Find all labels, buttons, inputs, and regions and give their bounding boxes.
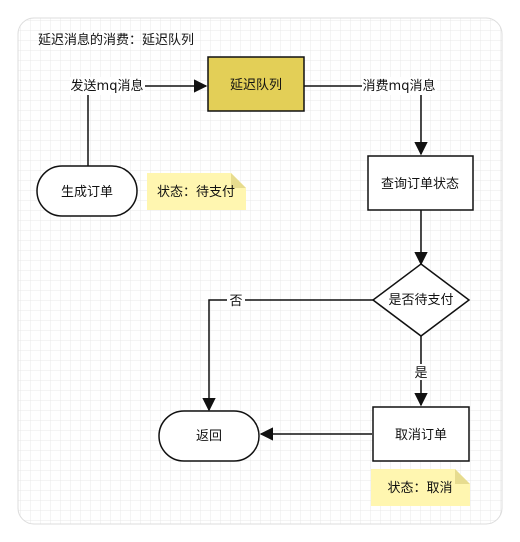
node-decision-diamond (371, 263, 471, 337)
node-return-shape (158, 410, 260, 462)
node-delay-queue-box (207, 56, 305, 112)
edge-no-label-bg (227, 292, 245, 308)
node-query-order-status-label: 查询订单状态 (381, 177, 459, 192)
node-create-order-shape (36, 165, 138, 217)
note-pending-text: 状态：待支付 (157, 185, 235, 200)
diagram-frame-border (17, 17, 503, 525)
edge-send-label-bg (70, 77, 145, 95)
node-delay-queue-label: 延迟队列 (230, 78, 282, 93)
node-delay-queue[interactable]: 延迟队列 (207, 56, 305, 112)
edge-no-label: 否 (229, 294, 242, 309)
node-return[interactable]: 返回 (158, 410, 260, 462)
node-create-order[interactable]: 生成订单 (36, 165, 138, 217)
node-return-label: 返回 (196, 429, 222, 444)
note-pending-shape (147, 173, 246, 210)
node-query-order-status[interactable]: 查询订单状态 (367, 155, 474, 211)
note-pending-fold (231, 173, 246, 188)
node-cancel-order-box (372, 406, 470, 462)
edge-yes-label: 是 (414, 366, 427, 381)
edge-yes-label-bg (412, 364, 430, 380)
edge-no (202, 299, 373, 412)
node-cancel-order-label: 取消订单 (395, 428, 447, 443)
note-cancelled: 状态：取消 (371, 469, 470, 506)
node-is-pending-payment[interactable]: 是否待支付 (371, 263, 471, 337)
edge-consume-label: 消费mq消息 (363, 78, 436, 94)
note-cancelled-text: 状态：取消 (387, 481, 452, 496)
diagram-title: 延迟消息的消费：延迟队列 (38, 32, 194, 48)
note-cancelled-fold (455, 469, 470, 484)
node-create-order-label: 生成订单 (61, 185, 113, 200)
edge-send-label: 发送mq消息 (71, 78, 144, 94)
edge-consume-label-bg (362, 77, 437, 95)
node-decision-label: 是否待支付 (388, 293, 453, 308)
note-cancelled-shape (371, 469, 470, 506)
node-query-order-status-box (367, 155, 474, 211)
node-cancel-order[interactable]: 取消订单 (372, 406, 470, 462)
note-pending-payment: 状态：待支付 (147, 173, 246, 210)
